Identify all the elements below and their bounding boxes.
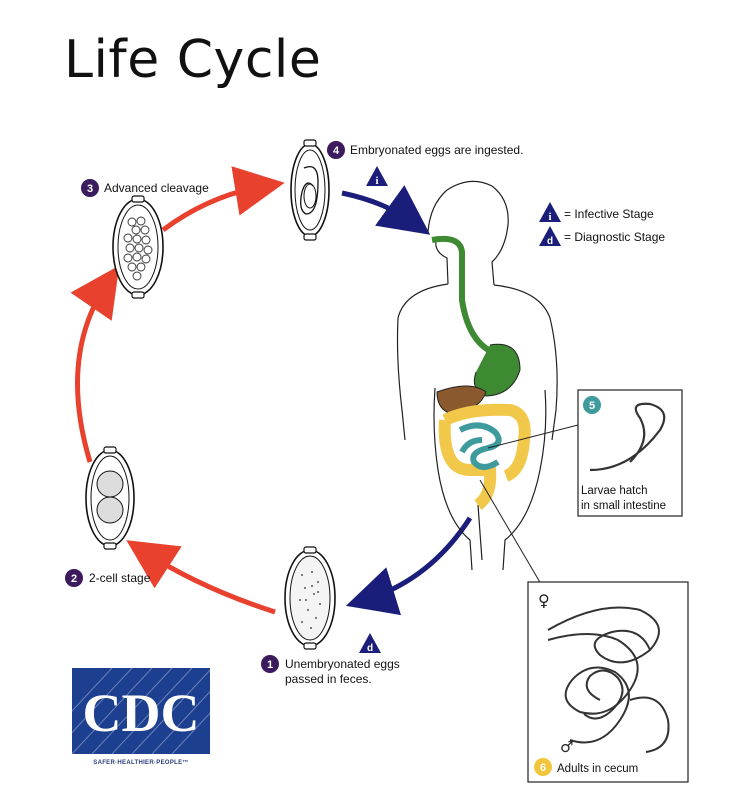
svg-text:4: 4: [333, 145, 340, 157]
label-stage-2: 2-cell stage: [89, 571, 151, 585]
arrow-stage2-to-stage3: [70, 265, 120, 463]
svg-text:i: i: [375, 175, 378, 187]
egg-embryonated: [290, 139, 330, 241]
legend-infective: i = Infective Stage: [539, 202, 654, 223]
adults-inset-box: [527, 581, 689, 783]
label-stage-4: Embryonated eggs are ingested.: [350, 143, 523, 157]
label-larvae-line1: Larvae hatch: [581, 485, 648, 497]
svg-text:= Diagnostic Stage: = Diagnostic Stage: [564, 230, 665, 244]
badge-stage-5: 5: [583, 396, 601, 414]
label-adults: Adults in cecum: [557, 763, 638, 775]
arrow-ingestion: [341, 185, 431, 235]
cdc-logo-tagline: SAFER·HEALTHIER·PEOPLE™: [93, 759, 188, 766]
egg-advanced-cleavage: [112, 195, 164, 299]
cdc-logo-letters: CDC: [83, 683, 200, 743]
svg-text:d: d: [547, 236, 553, 247]
egg-two-cell: [85, 446, 135, 550]
label-stage-1-line1: Unembryonated eggs: [285, 657, 400, 671]
legend-diagnostic: d = Diagnostic Stage: [539, 226, 665, 247]
label-stage-3: Advanced cleavage: [104, 181, 209, 195]
svg-text:i: i: [548, 211, 551, 223]
badge-stage-3: 3: [81, 179, 99, 197]
diagnostic-stage-marker: d: [359, 633, 381, 654]
arrow-to-feces: [345, 516, 473, 616]
svg-text:2: 2: [71, 573, 77, 585]
svg-text:d: d: [367, 643, 373, 654]
pointer-line-larvae: [487, 424, 579, 449]
digestive-tract: [431, 235, 531, 510]
svg-text:6: 6: [540, 762, 546, 774]
page-title: Life Cycle: [64, 30, 322, 90]
badge-stage-6: 6: [534, 758, 552, 776]
badge-stage-1: 1: [261, 655, 279, 673]
badge-stage-2: 2: [65, 569, 83, 587]
svg-text:1: 1: [267, 659, 273, 671]
male-symbol: ♂: [560, 738, 573, 756]
egg-unembryonated: [284, 546, 336, 650]
arrow-stage1-to-stage2: [126, 540, 276, 615]
female-symbol: ♀: [538, 591, 550, 610]
svg-text:= Infective Stage: = Infective Stage: [564, 207, 654, 221]
cdc-logo: CDC SAFER·HEALTHIER·PEOPLE™: [72, 668, 210, 766]
arrow-stage3-to-stage4: [161, 166, 285, 233]
svg-text:3: 3: [87, 183, 93, 195]
infective-stage-marker: i: [366, 166, 388, 187]
badge-stage-4: 4: [327, 141, 345, 159]
svg-text:5: 5: [589, 400, 595, 412]
label-stage-1-line2: passed in feces.: [285, 672, 372, 686]
pointer-line-adults: [479, 479, 549, 597]
label-larvae-line2: in small intestine: [581, 500, 666, 512]
